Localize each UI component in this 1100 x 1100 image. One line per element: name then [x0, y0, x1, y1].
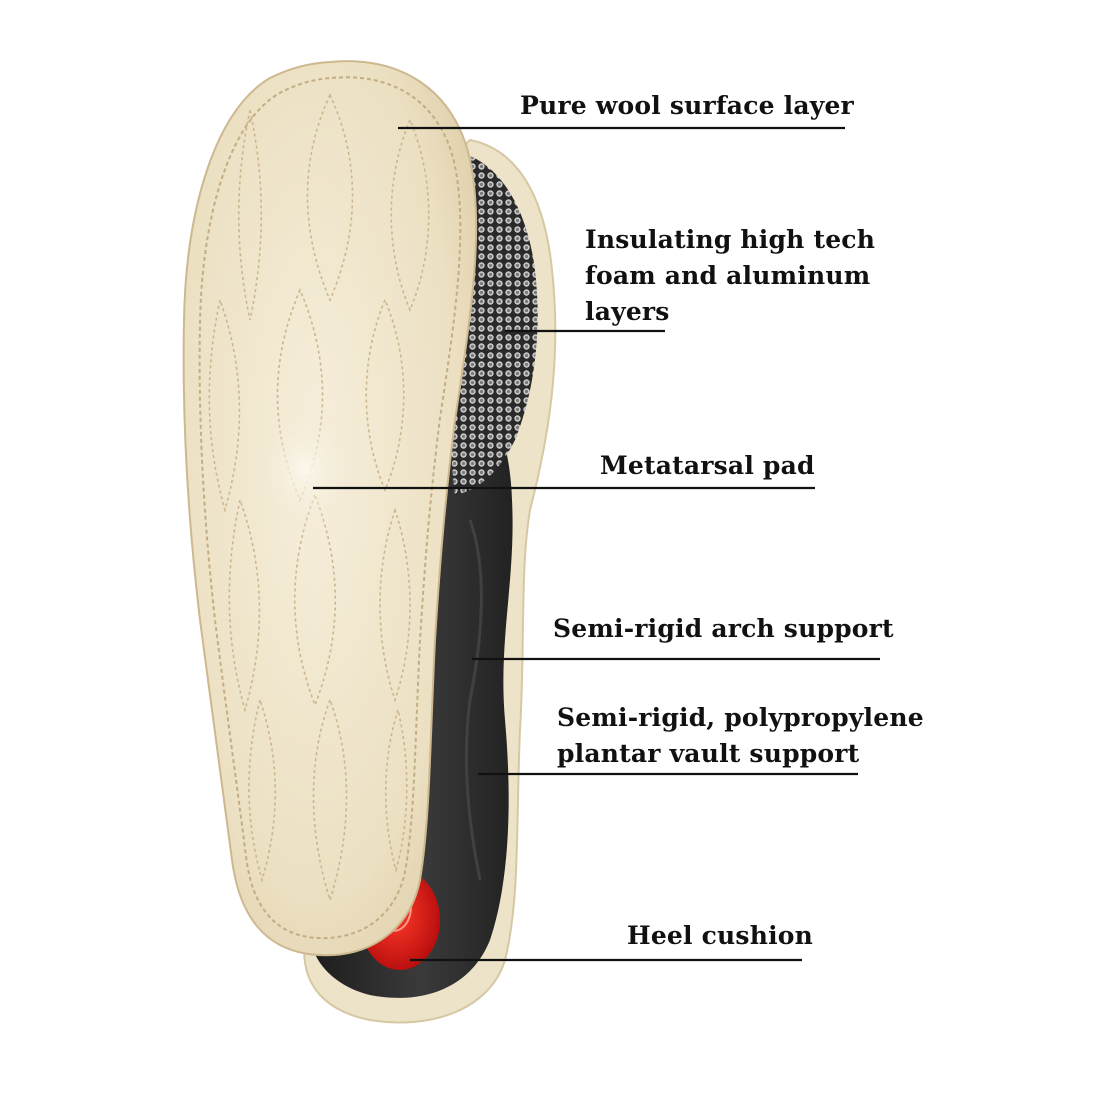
shell-contour	[464, 519, 483, 881]
callout-wool-line1: Pure wool surface layer	[520, 91, 854, 120]
callout-foam-line2: foam and aluminum	[585, 261, 871, 290]
callout-foam-line3: layers	[585, 297, 670, 326]
callout-vault-line1: Semi-rigid, polypropylene	[557, 703, 924, 732]
leader-lines	[313, 126, 880, 962]
callout-foam-line1: Insulating high tech	[585, 225, 876, 254]
callout-heel-line1: Heel cushion	[627, 921, 814, 950]
callout-insulating-foam: Insulating high tech foam and aluminum l…	[585, 222, 875, 330]
callout-arch-support: Semi-rigid arch support	[553, 611, 894, 647]
callout-metatarsal-line1: Metatarsal pad	[600, 451, 815, 480]
wool-stitch-border	[198, 76, 462, 940]
callout-wool-surface: Pure wool surface layer	[520, 88, 854, 124]
callout-metatarsal-pad: Metatarsal pad	[600, 448, 815, 484]
callout-vault-line2: plantar vault support	[557, 739, 860, 768]
callout-plantar-vault: Semi-rigid, polypropylene plantar vault …	[557, 700, 924, 772]
callout-heel-cushion: Heel cushion	[627, 918, 813, 954]
metatarsal-pad-highlight	[250, 400, 360, 540]
callout-arch-line1: Semi-rigid arch support	[553, 614, 894, 643]
